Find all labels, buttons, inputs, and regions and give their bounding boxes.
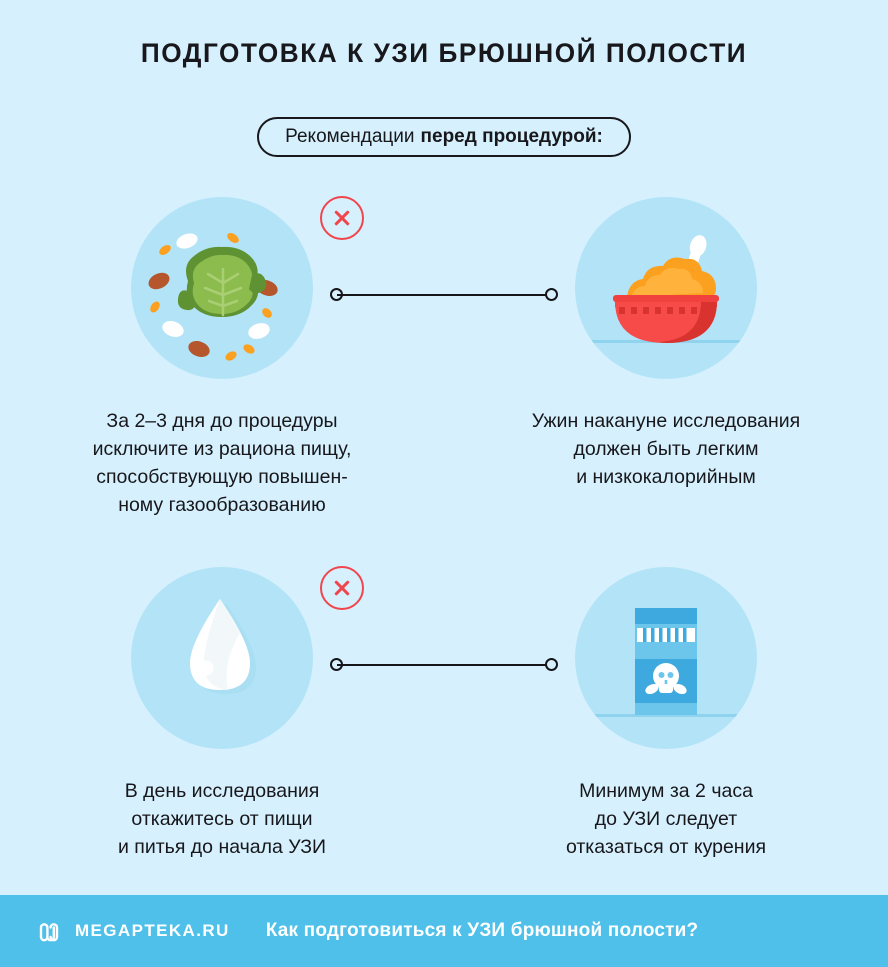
footer-bar: MEGAPTEKA.RU Как подготовиться к УЗИ брю… (0, 895, 888, 967)
brand-name: MEGAPTEKA.RU (75, 921, 230, 940)
connector-segment (337, 294, 551, 296)
recommendation-row: За 2–3 дня до процедуры исключите из рац… (0, 185, 888, 555)
recommendation-caption: В день исследования откажитесь от пищи и… (117, 780, 327, 858)
recommendations-grid: За 2–3 дня до процедуры исключите из рац… (0, 185, 888, 925)
forbidden-x-icon (320, 196, 364, 240)
brand-logo[interactable]: MEGAPTEKA.RU (34, 916, 230, 946)
cabbage-and-beans-icon (131, 197, 313, 379)
subtitle-pill: Рекомендации перед процедурой: (257, 117, 631, 157)
water-droplet-icon (131, 567, 313, 749)
connector-line (330, 288, 558, 302)
recommendation-item-4: Минимум за 2 часа до УЗИ следует отказат… (444, 555, 888, 861)
cigarette-pack-icon (575, 567, 757, 749)
subtitle-container: Рекомендации перед процедурой: (0, 117, 888, 157)
page-title: ПОДГОТОВКА К УЗИ БРЮШНОЙ ПОЛОСТИ (140, 38, 748, 68)
recommendation-caption: Ужин накануне исследования должен быть л… (531, 410, 801, 488)
subtitle-plain-text: Рекомендации (285, 126, 415, 147)
recommendation-caption: Минимум за 2 часа до УЗИ следует отказат… (565, 780, 767, 858)
connector-node-end (545, 288, 558, 301)
recommendation-item-1: За 2–3 дня до процедуры исключите из рац… (0, 185, 444, 519)
recommendation-row: В день исследования откажитесь от пищи и… (0, 555, 888, 925)
megapteka-m-logo-icon (39, 923, 59, 942)
bowl-of-porridge-icon (575, 197, 757, 379)
connector-segment (337, 664, 551, 666)
connector-node-end (545, 658, 558, 671)
recommendation-item-3: В день исследования откажитесь от пищи и… (0, 555, 444, 861)
forbidden-x-icon (320, 566, 364, 610)
connector-line (330, 658, 558, 672)
recommendation-caption: За 2–3 дня до процедуры исключите из рац… (92, 410, 352, 516)
footer-question-text: Как подготовиться к УЗИ брюшной полости? (265, 920, 699, 941)
subtitle-bold-text: перед процедурой: (420, 126, 603, 147)
recommendation-item-2: Ужин накануне исследования должен быть л… (444, 185, 888, 491)
